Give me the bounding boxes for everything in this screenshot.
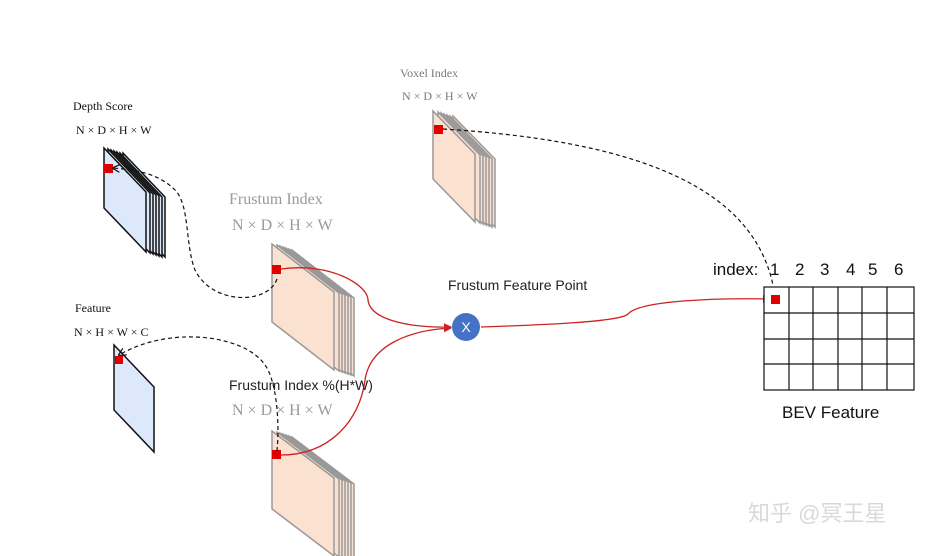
frustum-index-title: Frustum Index [229,191,323,208]
frustum-index-dims: N × D × H × W [232,217,333,234]
multiply-node-icon [452,313,480,341]
bev-feature-label: BEV Feature [782,403,880,422]
multiply-to-bev-arrow [480,294,771,328]
frustum-index-stack [271,242,355,378]
frustum-to-multiply-arrow [280,267,452,332]
voxel-index-stack [432,109,496,229]
feature-marker [115,356,123,364]
voxel-bev-link-dashed [442,128,775,297]
depth-link-dashed [113,168,278,298]
depth-score-dims: N × D × H × W [76,123,152,137]
multiply-symbol: X [461,319,471,335]
frustum-index-marker [272,265,281,274]
bev-index-2: 2 [795,260,805,279]
frustum-feature-point-label: Frustum Feature Point [448,277,588,293]
bev-index-1: 1 [770,260,780,279]
feature-dims: N × H × W × C [74,325,149,339]
depth-score-stack [103,146,166,259]
watermark: 知乎 @冥王星 [748,501,887,526]
frustum-index-mod-marker [272,450,281,459]
bev-index-3: 3 [820,260,830,279]
frustum-index-mod-dims: N × D × H × W [232,402,333,419]
bev-feature-grid [763,286,915,391]
feature-link-dashed [119,336,279,452]
frustum-mod-to-multiply-arrow [280,324,452,456]
depth-score-marker [104,164,113,173]
bev-index-5: 5 [868,260,878,279]
feature-plane [113,343,155,454]
frustum-index-mod-stack [271,429,355,556]
feature-title: Feature [75,301,111,315]
frustum-index-mod-title: Frustum Index %(H*W) [229,377,373,393]
voxel-index-dims: N × D × H × W [402,89,478,103]
voxel-index-marker [434,125,443,134]
bev-index-prefix: index: [713,260,759,279]
bev-index-4: 4 [846,260,856,279]
bev-index-6: 6 [894,260,904,279]
depth-score-title: Depth Score [73,99,133,113]
voxel-index-title: Voxel Index [400,66,459,80]
bev-cell-marker [771,295,780,304]
